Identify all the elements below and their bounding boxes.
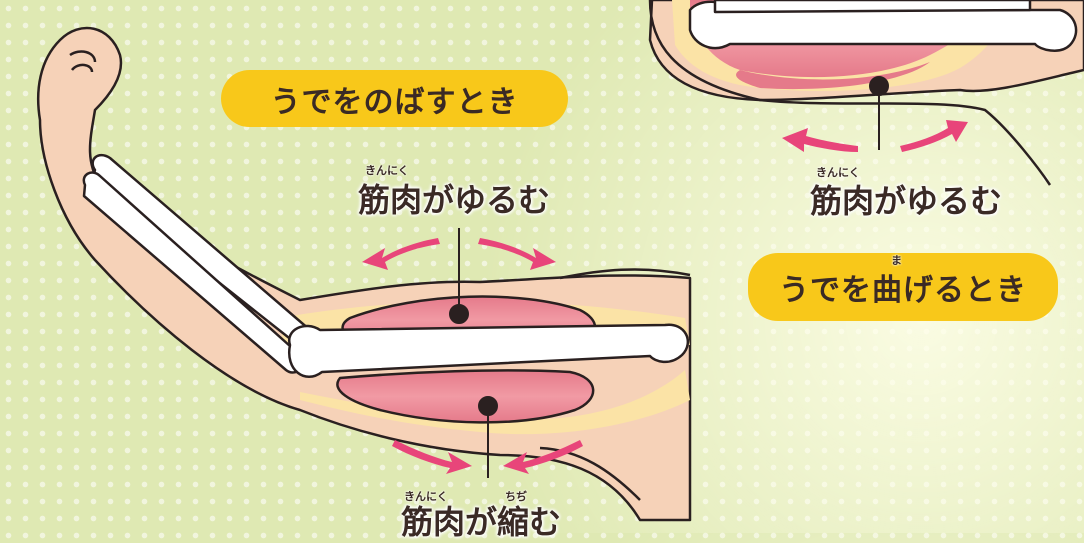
bend-title-pill: うでを曲げるとき xyxy=(748,253,1058,321)
bent-arm-bone-2 xyxy=(713,0,1032,14)
bend-title: うでを曲げるとき xyxy=(779,273,1027,308)
fist-knuckles xyxy=(69,50,97,73)
arrows xyxy=(362,120,968,474)
extend-title-pill: うでをのばすとき xyxy=(221,70,568,127)
indicator-dot-bent xyxy=(869,76,889,96)
arm-outline-extra xyxy=(559,268,691,280)
arrow-bottom-left xyxy=(392,440,472,474)
bent-label: 筋肉がゆるむ xyxy=(810,182,1003,220)
bottom-label-ruby-2: ちぢ xyxy=(505,490,527,503)
top-label-ruby: きんにく xyxy=(365,164,409,177)
extend-title: うでをのばすとき xyxy=(270,84,519,120)
arrow-bent-right xyxy=(900,120,968,152)
arrow-bent-left xyxy=(782,128,858,152)
top-label: 筋肉がゆるむ xyxy=(358,181,551,219)
bottom-label-ruby-1: きんにく xyxy=(404,490,448,503)
arm-lower-outline xyxy=(539,446,641,501)
indicators xyxy=(449,76,889,478)
bent-arm-outline xyxy=(648,0,1052,186)
arm-fat-layer-lower xyxy=(300,370,690,435)
arrow-bottom-right xyxy=(503,440,583,474)
bent-arm-muscle-lower xyxy=(736,62,930,90)
arrow-top-right xyxy=(478,238,556,270)
bent-arm-illustration xyxy=(648,0,1084,186)
biceps-muscle xyxy=(336,369,595,424)
bend-title-ruby: ま xyxy=(891,254,902,267)
extended-arm-illustration xyxy=(36,26,692,522)
arrow-top-left xyxy=(362,238,440,270)
upper-arm-bone xyxy=(287,323,689,378)
indicator-dot-top xyxy=(449,304,469,324)
indicator-dot-bottom xyxy=(478,396,498,416)
bottom-label: 筋肉が縮む xyxy=(401,503,562,541)
bent-label-ruby: きんにく xyxy=(816,166,860,179)
